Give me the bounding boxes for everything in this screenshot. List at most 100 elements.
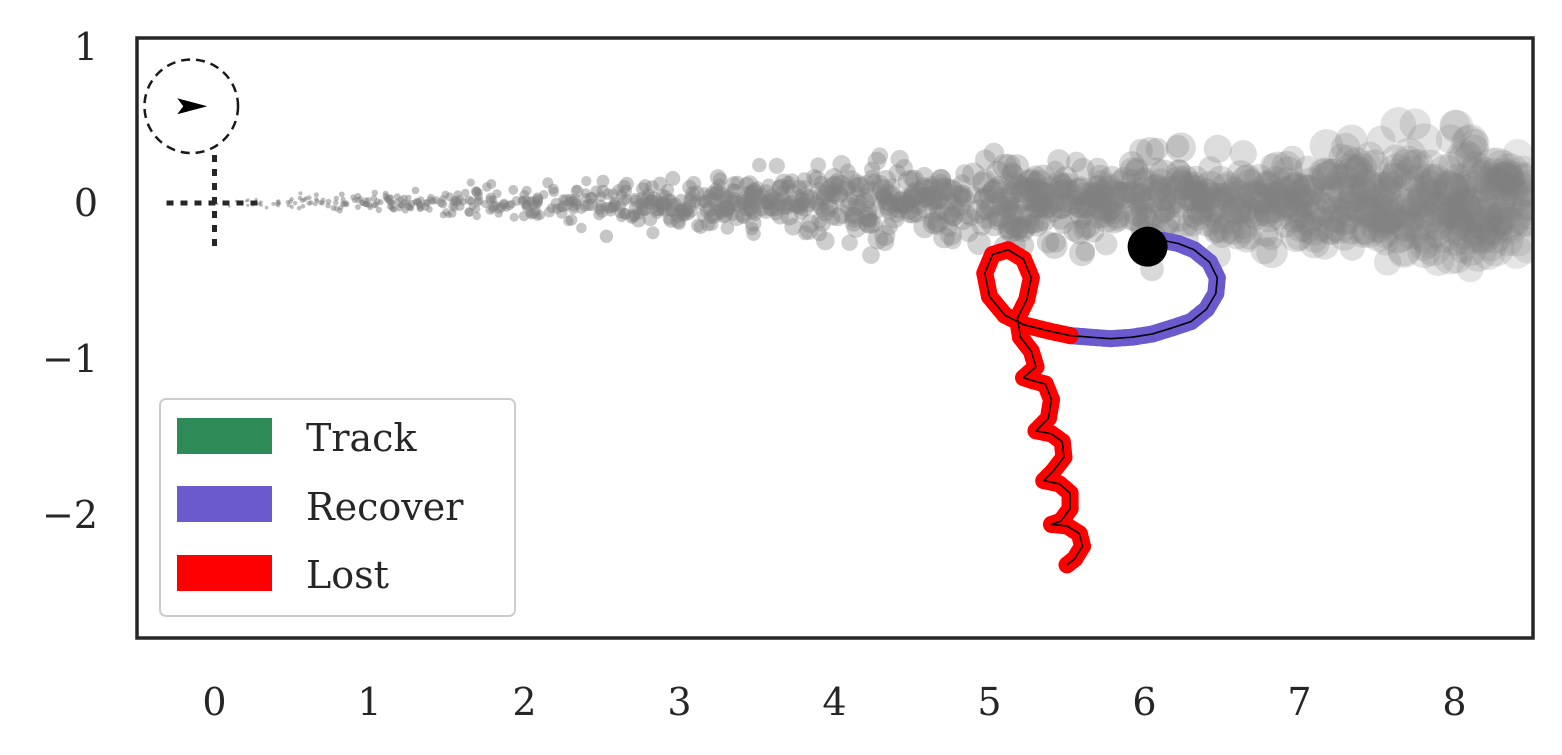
cloud-point (1386, 198, 1418, 229)
cloud-point (1190, 197, 1216, 223)
cloud-point (1105, 206, 1131, 232)
cloud-point (1254, 196, 1282, 225)
cloud-point (455, 201, 465, 211)
cloud-point (656, 196, 671, 210)
cloud-point (1067, 196, 1090, 219)
cloud-point (1087, 196, 1112, 222)
cloud-point (504, 200, 515, 211)
cloud-point (832, 155, 851, 174)
cloud-point (1256, 236, 1288, 269)
cloud-point (670, 213, 685, 229)
cloud-point (1298, 214, 1330, 246)
cloud-point (1186, 198, 1214, 226)
cloud-point (981, 211, 1007, 237)
cloud-point (669, 197, 682, 211)
cloud-point (571, 198, 583, 210)
cloud-point (1083, 185, 1107, 209)
cloud-point (1099, 198, 1123, 221)
cloud-point (619, 208, 632, 220)
cloud-point (1435, 207, 1472, 244)
cloud-point (608, 198, 622, 211)
cloud-point (404, 200, 412, 208)
cloud-point (709, 182, 723, 196)
cloud-point (1335, 145, 1362, 172)
cloud-point (1193, 178, 1220, 205)
cloud-point (387, 199, 395, 207)
cloud-point (1309, 158, 1343, 192)
cloud-point (1041, 192, 1064, 215)
cloud-point (1414, 168, 1444, 198)
cloud-point (1109, 170, 1131, 192)
cloud-point (863, 214, 883, 234)
cloud-point (453, 190, 463, 199)
cloud-point (729, 195, 747, 212)
cloud-point (931, 169, 952, 189)
cloud-point (818, 196, 838, 216)
cloud-point (1151, 205, 1182, 236)
cloud-point (1253, 171, 1281, 199)
cloud-point (338, 205, 344, 211)
cloud-point (650, 198, 665, 213)
cloud-point (560, 194, 573, 207)
cloud-point (1051, 172, 1073, 194)
cloud-point (556, 207, 568, 219)
cloud-point (427, 196, 436, 205)
cloud-point (825, 186, 843, 204)
cloud-point (757, 184, 775, 202)
cloud-point (646, 191, 662, 206)
cloud-point (744, 215, 762, 232)
cloud-point (567, 195, 578, 206)
cloud-point (718, 200, 736, 217)
cloud-point (485, 195, 496, 206)
cloud-point (521, 195, 531, 205)
cloud-point (1465, 197, 1503, 235)
cloud-point (1097, 189, 1119, 211)
cloud-point (755, 195, 770, 209)
cloud-point (1288, 206, 1315, 233)
cloud-point (1449, 175, 1484, 210)
cloud-point (1469, 204, 1504, 238)
cloud-point (1272, 156, 1304, 187)
cloud-point (965, 186, 983, 204)
cloud-point (586, 192, 597, 203)
cloud-point (1483, 201, 1518, 236)
cloud-point (686, 176, 702, 191)
cloud-point (254, 197, 258, 202)
cloud-point (1165, 165, 1193, 193)
cloud-point (1445, 212, 1482, 249)
cloud-point (1138, 185, 1167, 213)
cloud-point (705, 217, 719, 231)
cloud-point (952, 184, 973, 204)
cloud-point (543, 206, 555, 218)
cloud-point (1479, 147, 1515, 183)
cloud-point (1121, 169, 1144, 192)
cloud-point (1330, 222, 1359, 251)
cloud-point (1292, 174, 1325, 208)
cloud-point (676, 207, 692, 222)
cloud-point (1432, 239, 1468, 275)
cloud-point (1399, 184, 1435, 220)
cloud-point (1215, 184, 1240, 209)
cloud-point (508, 184, 519, 195)
cloud-point (920, 185, 943, 208)
cloud-point (705, 185, 719, 200)
cloud-point (925, 194, 944, 212)
y-tick-label: 1 (74, 25, 98, 69)
cloud-point (988, 175, 1009, 196)
cloud-point (1454, 157, 1492, 195)
cloud-point (445, 192, 455, 202)
cloud-point (1230, 165, 1262, 196)
cloud-point (1500, 177, 1529, 206)
cloud-point (751, 187, 769, 205)
cloud-point (1067, 219, 1092, 245)
cloud-point (991, 187, 1017, 213)
cloud-point (1318, 204, 1347, 234)
cloud-point (1192, 206, 1223, 237)
cloud-point (533, 197, 543, 208)
cloud-point (1375, 195, 1402, 223)
cloud-point (1461, 164, 1500, 203)
cloud-point (1049, 207, 1072, 230)
cloud-point (1251, 178, 1281, 208)
cloud-point (1404, 204, 1441, 241)
cloud-point (903, 182, 927, 205)
